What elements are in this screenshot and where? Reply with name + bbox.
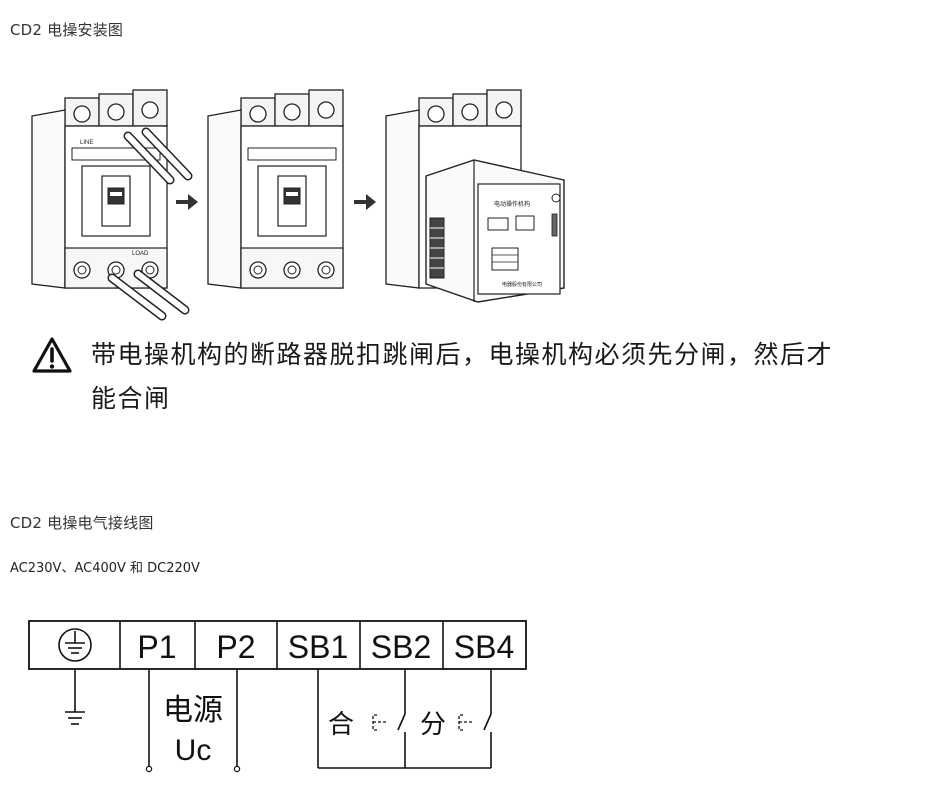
voltage-caption: AC230V、AC400V 和 DC220V bbox=[10, 561, 200, 576]
terminal-p2: P2 bbox=[216, 629, 255, 665]
wiring-diagram: P1 P2 SB1 SB2 SB4 电源 Uc 合 分 bbox=[28, 620, 527, 773]
install-section-title: CD2 电操安装图 bbox=[10, 21, 124, 39]
warning-message: 带电操机构的断路器脱扣跳闸后，电操机构必须先分闸，然后才 能合闸 bbox=[91, 333, 921, 421]
wiring-section-title: CD2 电操电气接线图 bbox=[10, 514, 154, 532]
ground-terminal-icon bbox=[58, 628, 92, 662]
close-label: 合 bbox=[328, 709, 354, 739]
load-label: LOAD bbox=[132, 251, 149, 257]
terminal-sb4: SB4 bbox=[454, 629, 514, 665]
warning-line-2: 能合闸 bbox=[91, 384, 171, 413]
install-steps-illustration: LINE LOAD 电动操作机构 电器股份有限公 bbox=[31, 89, 565, 321]
open-label: 分 bbox=[420, 709, 446, 739]
terminal-sb2: SB2 bbox=[371, 629, 431, 665]
motor-panel-text: 电动操作机构 bbox=[494, 200, 530, 208]
power-label: 电源 bbox=[163, 694, 223, 727]
install-step-3: 电动操作机构 电器股份有限公司 bbox=[385, 89, 565, 303]
terminal-sb1: SB1 bbox=[288, 629, 348, 665]
line-label: LINE bbox=[80, 140, 93, 146]
step-arrow-icon bbox=[354, 194, 376, 210]
install-step-2 bbox=[207, 89, 344, 289]
ground-symbol-icon bbox=[65, 669, 85, 725]
step-arrow-icon bbox=[176, 194, 198, 210]
brand-text: 电器股份有限公司 bbox=[502, 281, 542, 288]
warning-icon bbox=[32, 337, 72, 373]
power-uc-label: Uc bbox=[175, 734, 212, 767]
terminal-p1: P1 bbox=[137, 629, 176, 665]
warning-line-1: 带电操机构的断路器脱扣跳闸后，电操机构必须先分闸，然后才 bbox=[91, 340, 834, 369]
install-step-1: LINE LOAD bbox=[31, 89, 193, 321]
